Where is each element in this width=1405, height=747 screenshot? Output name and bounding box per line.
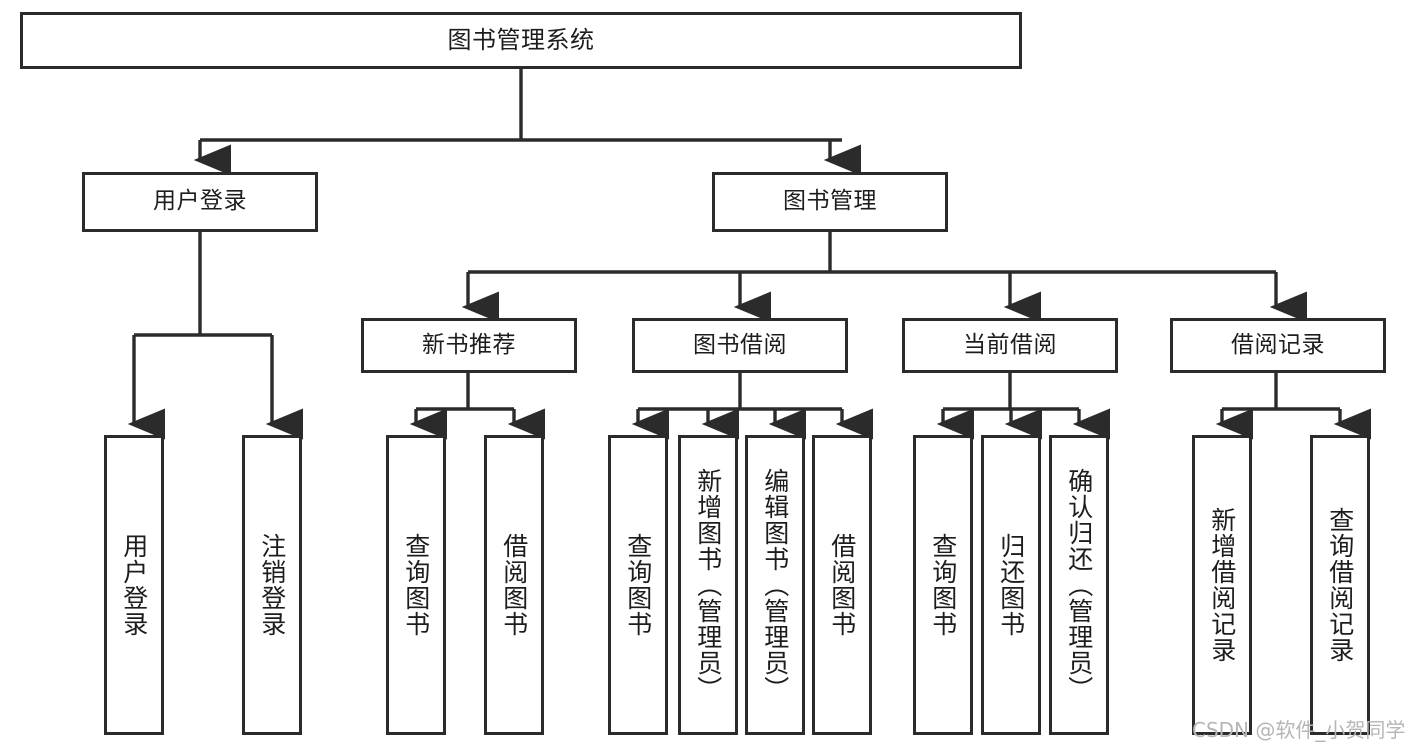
node-label: 用户登录 — [119, 533, 149, 637]
node-leaf-return-book[interactable]: 归还图书 — [981, 435, 1041, 735]
csdn-watermark: CSDN @软件_小贺同学 — [1192, 718, 1405, 742]
node-leaf-query-book-b[interactable]: 查询图书 — [608, 435, 668, 735]
node-label: 用户登录 — [153, 188, 247, 215]
node-label: 归还图书 — [996, 533, 1026, 637]
node-leaf-edit-book[interactable]: 编辑图书（管理员） — [745, 435, 805, 735]
node-borrow-record[interactable]: 借阅记录 — [1170, 318, 1386, 373]
node-label: 借阅图书 — [827, 533, 857, 637]
node-leaf-add-book[interactable]: 新增图书（管理员） — [678, 435, 738, 735]
node-label: 编辑图书（管理员） — [760, 468, 790, 702]
node-label: 新增图书（管理员） — [693, 468, 723, 702]
node-leaf-confirm-return[interactable]: 确认归还（管理员） — [1049, 435, 1109, 735]
node-label: 当前借阅 — [963, 331, 1057, 358]
node-new-book-rec[interactable]: 新书推荐 — [361, 318, 577, 373]
node-leaf-query-record[interactable]: 查询借阅记录 — [1310, 435, 1370, 735]
node-leaf-query-book-a[interactable]: 查询图书 — [386, 435, 446, 735]
node-label: 查询图书 — [401, 533, 431, 637]
node-label: 注销登录 — [257, 533, 287, 637]
node-label: 新增借阅记录 — [1207, 507, 1237, 663]
node-root-system[interactable]: 图书管理系统 — [20, 12, 1022, 69]
node-label: 借阅图书 — [499, 533, 529, 637]
node-leaf-borrow-book-b[interactable]: 借阅图书 — [812, 435, 872, 735]
node-leaf-query-book-c[interactable]: 查询图书 — [913, 435, 973, 735]
node-label: 借阅记录 — [1231, 331, 1325, 358]
node-label: 查询借阅记录 — [1325, 507, 1355, 663]
node-current-borrow[interactable]: 当前借阅 — [902, 318, 1118, 373]
node-label: 查询图书 — [928, 533, 958, 637]
node-book-manage[interactable]: 图书管理 — [712, 172, 948, 232]
node-leaf-add-record[interactable]: 新增借阅记录 — [1192, 435, 1252, 735]
node-label: 图书管理 — [783, 188, 877, 215]
node-leaf-borrow-book-a[interactable]: 借阅图书 — [484, 435, 544, 735]
node-label: 图书借阅 — [693, 331, 787, 358]
node-label: 查询图书 — [623, 533, 653, 637]
node-label: 图书管理系统 — [447, 26, 595, 55]
node-leaf-logout[interactable]: 注销登录 — [242, 435, 302, 735]
node-label: 确认归还（管理员） — [1064, 468, 1094, 702]
node-book-borrow[interactable]: 图书借阅 — [632, 318, 848, 373]
node-user-login[interactable]: 用户登录 — [82, 172, 318, 232]
node-label: 新书推荐 — [422, 331, 516, 358]
node-leaf-user-login[interactable]: 用户登录 — [104, 435, 164, 735]
